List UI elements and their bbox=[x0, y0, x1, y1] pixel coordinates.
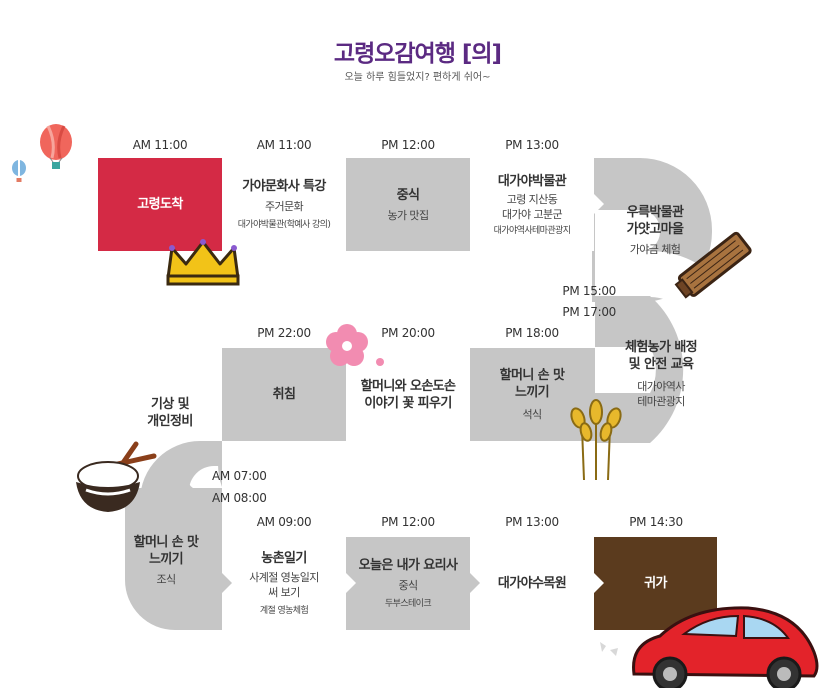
schedule-title2: 느끼기 bbox=[148, 551, 184, 567]
schedule-breakfast: 할머니 손 맛 느끼기 조식 bbox=[112, 525, 220, 595]
schedule-return-home: 귀가 bbox=[594, 537, 717, 630]
schedule-title2: 느끼기 bbox=[514, 385, 550, 400]
chevron-left-icon bbox=[212, 385, 222, 405]
schedule-sub: 석식 bbox=[522, 408, 542, 421]
schedule-note: 계절 영농체험 bbox=[259, 606, 309, 616]
schedule-title: 기상 및 bbox=[150, 397, 190, 412]
row2-time-2: PM 20:00 bbox=[381, 326, 435, 340]
schedule-sub: 주거문화 bbox=[264, 200, 304, 213]
page-subtitle: 오늘 하루 힘들었지? 편하게 쉬어~ bbox=[344, 72, 491, 83]
chevron-right-icon bbox=[346, 573, 356, 593]
schedule-title: 체험농가 배정 bbox=[624, 340, 698, 355]
schedule-arrival: 고령도착 bbox=[98, 158, 222, 251]
chevron-left-icon bbox=[336, 385, 346, 405]
schedule-lecture: 가야문화사 특강 주거문화 대가야박물관(학예사 강의) bbox=[222, 158, 346, 251]
schedule-title: 할머니 손 맛 bbox=[133, 534, 199, 550]
rice-bowl-icon bbox=[76, 441, 157, 512]
schedule-sub2: 써 보기 bbox=[268, 586, 300, 599]
row3-time-1: AM 09:00 bbox=[256, 515, 312, 529]
row3-time-3: PM 13:00 bbox=[505, 515, 559, 529]
row2-time-3: PM 18:00 bbox=[505, 326, 559, 340]
schedule-wake-up: 기상 및 개인정비 bbox=[120, 388, 220, 438]
row3-time-2: PM 12:00 bbox=[381, 515, 435, 529]
schedule-sub2: 테마관광지 bbox=[637, 395, 685, 408]
schedule-title2: 및 안전 교육 bbox=[628, 357, 694, 372]
chevron-right-icon bbox=[470, 194, 480, 214]
row1-time-3: PM 12:00 bbox=[381, 138, 435, 152]
wheat-icon bbox=[570, 399, 622, 481]
schedule-title: 가야문화사 특강 bbox=[242, 179, 326, 194]
schedule-title: 취침 bbox=[272, 387, 296, 402]
schedule-grandma-talk: 할머니와 오손도손 이야기 꽃 피우기 bbox=[346, 348, 470, 441]
chevron-right-icon bbox=[594, 573, 604, 593]
schedule-sub: 대가야역사 bbox=[637, 380, 685, 393]
schedule-title: 대가야박물관 bbox=[497, 173, 567, 189]
schedule-sub: 가야금 체험 bbox=[629, 242, 681, 256]
turn1-time-1: PM 15:00 bbox=[562, 284, 616, 298]
schedule-sub: 농가 맛집 bbox=[387, 208, 430, 222]
schedule-title2: 가얏고마을 bbox=[626, 221, 684, 237]
schedule-title: 귀가 bbox=[644, 576, 667, 591]
schedule-title: 할머니와 오손도손 bbox=[360, 378, 456, 394]
chevron-right-icon bbox=[222, 194, 232, 214]
schedule-sub: 중식 bbox=[398, 579, 418, 592]
red-car-icon bbox=[600, 606, 819, 688]
schedule-sub: 고령 지산동 bbox=[506, 192, 558, 206]
turn2-time-2: AM 08:00 bbox=[212, 491, 267, 505]
schedule-title2: 개인정비 bbox=[147, 414, 193, 429]
schedule-title: 우륵박물관 bbox=[626, 204, 684, 220]
row3-time-4: PM 14:30 bbox=[629, 515, 683, 529]
schedule-note: 대가야역사테마관광지 bbox=[493, 225, 571, 236]
turn2-time-1: AM 07:00 bbox=[212, 469, 267, 483]
schedule-title: 고령도착 bbox=[137, 197, 183, 212]
gayageum-icon bbox=[674, 231, 752, 299]
schedule-arboretum: 대가야수목원 bbox=[470, 537, 594, 630]
schedule-title: 농촌일기 bbox=[261, 551, 307, 566]
schedule-title2: 이야기 꽃 피우기 bbox=[364, 395, 452, 411]
schedule-museum: 대가야박물관 고령 지산동 대가야 고분군 대가야역사테마관광지 bbox=[470, 158, 594, 251]
schedule-dinner: 할머니 손 맛 느끼기 석식 bbox=[470, 348, 594, 441]
schedule-sleep: 취침 bbox=[222, 348, 346, 441]
schedule-note: 두부스테이크 bbox=[384, 599, 432, 609]
chevron-left-icon bbox=[460, 385, 470, 405]
start-box bbox=[98, 158, 222, 251]
row1-time-2: AM 11:00 bbox=[256, 138, 312, 152]
schedule-title: 중식 bbox=[396, 187, 420, 203]
chevron-right-icon bbox=[346, 194, 356, 214]
row1-time-4: PM 13:00 bbox=[505, 138, 559, 152]
schedule-sub2: 대가야 고분군 bbox=[501, 207, 563, 221]
row2-time-1: PM 22:00 bbox=[257, 326, 311, 340]
schedule-title: 오늘은 내가 요리사 bbox=[358, 558, 458, 573]
hot-air-balloon-icon bbox=[12, 124, 72, 182]
flower-icon bbox=[326, 324, 384, 366]
schedule-note: 대가야박물관(학예사 강의) bbox=[237, 220, 331, 230]
chevron-right-icon bbox=[594, 194, 604, 214]
schedule-title: 대가야수목원 bbox=[497, 576, 567, 591]
schedule-farm-assignment: 체험농가 배정 및 안전 교육 대가야역사 테마관광지 bbox=[606, 334, 716, 414]
schedule-farm-diary: 농촌일기 사계절 영농일지 써 보기 계절 영농체험 bbox=[222, 537, 346, 630]
turn1-time-2: PM 17:00 bbox=[562, 305, 616, 319]
schedule-cooking: 오늘은 내가 요리사 중식 두부스테이크 bbox=[346, 537, 470, 630]
schedule-ureuk-museum: 우륵박물관 가얏고마을 가야금 체험 bbox=[596, 195, 714, 265]
schedule-sub: 사계절 영농일지 bbox=[249, 571, 319, 584]
schedule-sub: 조식 bbox=[156, 572, 176, 586]
page-title: 고령오감여행 [의] bbox=[333, 41, 502, 67]
schedule-title: 할머니 손 맛 bbox=[499, 368, 565, 383]
track-curve-right bbox=[595, 296, 684, 443]
chevron-right-icon bbox=[470, 573, 480, 593]
schedule-lunch: 중식 농가 맛집 bbox=[346, 158, 470, 251]
crown-icon bbox=[166, 239, 240, 286]
row1-time-1: AM 11:00 bbox=[132, 138, 188, 152]
chevron-right-icon bbox=[222, 573, 232, 593]
